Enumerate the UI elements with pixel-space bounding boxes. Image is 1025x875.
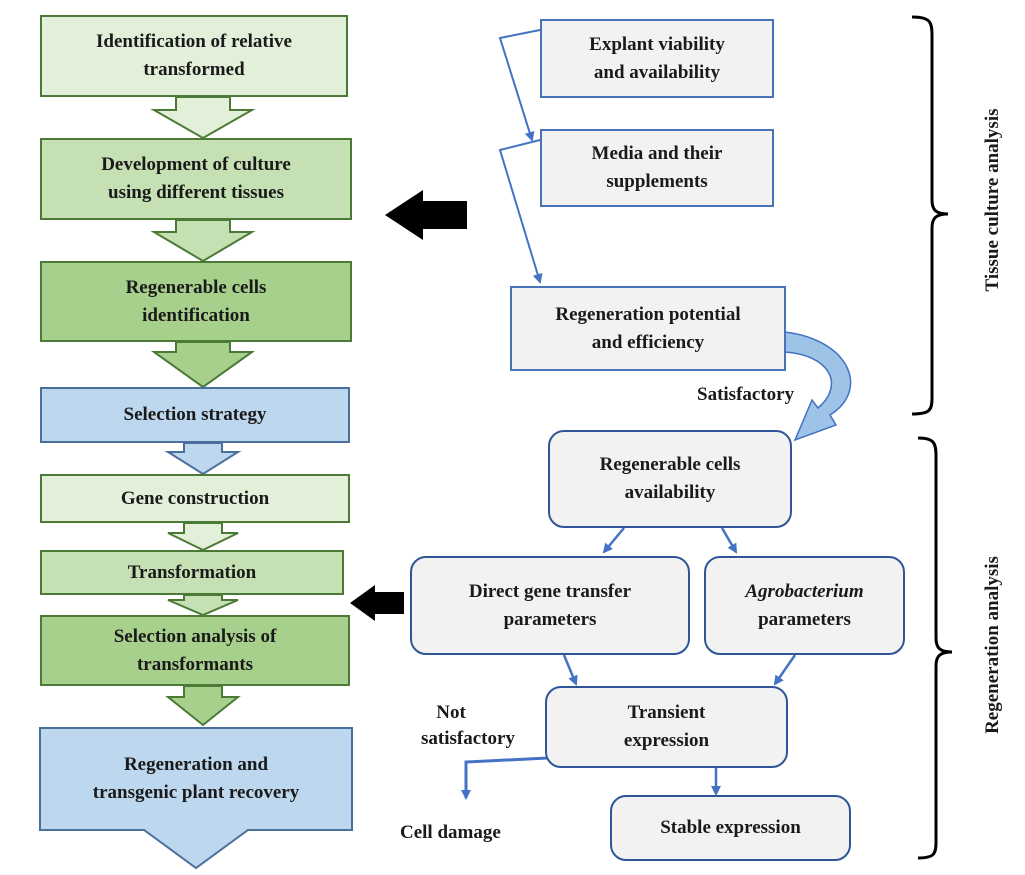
box-regen-potential-line2: and efficiency [591,331,705,353]
box-transient-line1: Transient [627,702,706,723]
box-media-line2: supplements [606,171,708,192]
arrow-agro-to-transient [773,654,797,686]
label-tissue-culture-analysis: Tissue culture analysis [982,108,1003,292]
arrow-to-agro [720,527,738,554]
arrow-to-direct [602,527,625,554]
final-arrow-box [39,727,353,870]
box-selection-strategy: Selection strategy [40,387,350,443]
box-direct-gene-transfer: Direct gene transfer parameters [410,556,690,655]
connector-media-regen [498,139,543,284]
box-selection-analysis: Selection analysis of transformants [40,615,350,686]
box-regenerable-identification-line2: identification [142,304,250,326]
down-arrow-4 [164,442,242,476]
arrow-not-satisfactory [461,756,549,800]
box-development-culture: Development of culture using different ti… [40,138,352,220]
box-identification-line2: transformed [143,59,245,80]
connector-explant-media [498,29,541,142]
box-regenerable-availability: Regenerable cells availability [548,430,792,528]
box-explant-viability: Explant viability and availability [540,19,774,98]
box-regen-avail-line1: Regenerable cells [599,454,741,475]
box-regen-avail-line2: availability [624,482,716,503]
label-not-satisfactory: Not satisfactory [408,700,528,752]
label-satisfactory: Satisfactory [697,384,795,405]
down-arrow-3 [150,341,256,389]
box-regeneration-potential: Regeneration potential and efficiency [510,286,786,371]
down-arrow-7 [165,685,241,727]
down-arrow-5 [167,522,239,552]
box-agro-italic: Agrobacterium [745,580,864,602]
label-regeneration-analysis: Regeneration analysis [982,556,1003,734]
box-identification: Identification of relative transformed [40,15,348,97]
box-regeneration-recovery-line2: transgenic plant recovery [92,782,300,803]
down-arrow-6 [167,594,239,617]
box-transient-line2: expression [623,730,710,751]
label-satisfactory-2: satisfactory [421,728,515,749]
brace-regeneration [917,436,953,860]
satisfactory-curved-arrow [784,331,852,442]
box-direct-line2: parameters [503,608,597,630]
black-arrow-1 [385,190,467,240]
black-arrow-2 [350,585,404,621]
box-agro-line2: parameters [758,608,851,630]
label-cell-damage: Cell damage [400,822,501,843]
down-arrow-2 [150,219,256,263]
brace-tissue-culture [911,15,949,416]
box-agrobacterium: Agrobacterium parameters [704,556,905,655]
label-not: Not [436,702,466,723]
box-gene-construction: Gene construction [40,474,350,523]
box-identification-line1: Identification of relative [96,31,292,52]
box-regeneration-recovery: Regeneration and transgenic plant recover… [40,728,352,830]
down-arrow-1 [150,96,256,140]
box-media-line1: Media and their [591,143,723,164]
box-selection-strategy-label: Selection strategy [123,404,267,425]
box-direct-line1: Direct gene transfer [468,580,632,602]
arrow-direct-to-transient [562,654,578,686]
box-selection-analysis-line1: Selection analysis of [113,625,277,647]
box-media-supplements: Media and their supplements [540,129,774,207]
box-explant-line1: Explant viability [589,33,725,55]
box-development-culture-line2: using different tissues [108,182,284,203]
box-selection-analysis-line2: transformants [136,653,254,675]
box-regenerable-identification: Regenerable cells identification [40,261,352,342]
box-transformation: Transformation [40,550,344,595]
box-regeneration-recovery-line1: Regeneration and [123,754,269,775]
box-explant-line2: and availability [593,61,721,83]
box-stable-expression: Stable expression [610,795,851,861]
box-stable-label: Stable expression [660,817,801,838]
box-transformation-label: Transformation [127,561,257,583]
box-regen-potential-line1: Regeneration potential [555,303,741,325]
box-transient-expression: Transient expression [545,686,788,768]
box-regenerable-identification-line1: Regenerable cells [125,276,267,298]
box-development-culture-line1: Development of culture [101,154,291,175]
box-gene-construction-label: Gene construction [120,487,270,509]
